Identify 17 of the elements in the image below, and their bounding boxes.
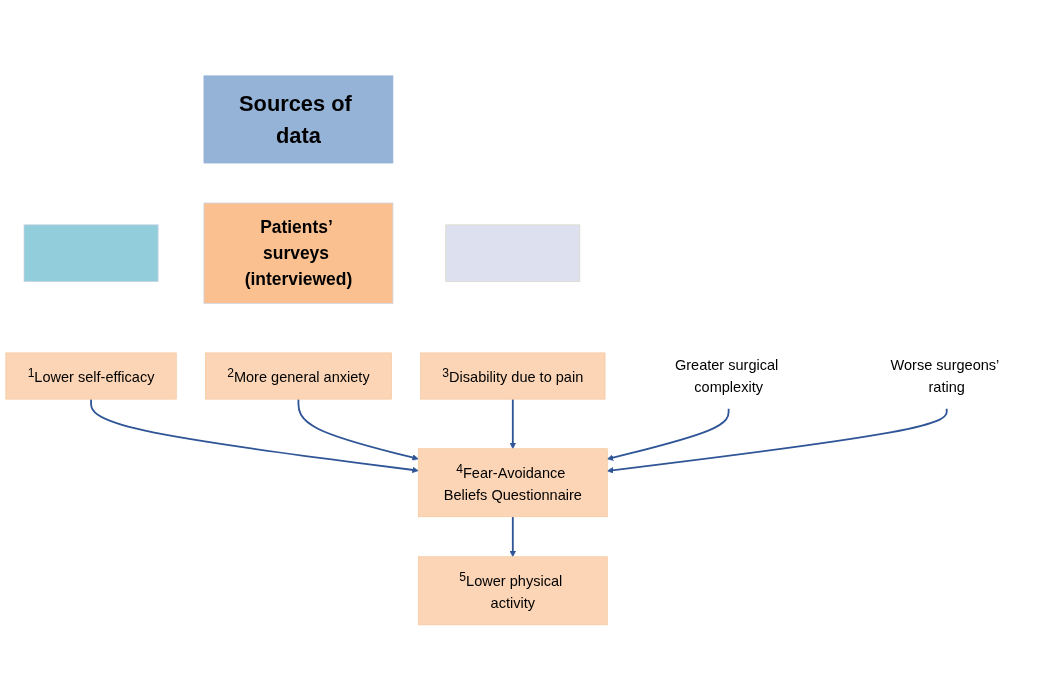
node-text: Greater surgical complexity <box>674 356 779 395</box>
arrow <box>297 397 419 461</box>
node-box: $^{4}$Fear-Avoidance Beliefs Questionnaire <box>417 448 608 517</box>
node-box: $^{3}$Disability due to pain <box>420 352 606 400</box>
node-box: $^{5}$Lower physical activity <box>417 556 608 625</box>
node-box: $^{1}$Lower self-efficacy <box>5 352 177 400</box>
node-box: Patients’ surveys (interviewed) <box>203 202 394 304</box>
arrow <box>607 407 730 461</box>
arrow <box>90 397 419 473</box>
arrow <box>509 515 516 557</box>
arrow <box>509 397 516 449</box>
arrow <box>607 407 948 474</box>
node-box: Sources of data <box>203 75 394 164</box>
node-box <box>445 224 581 282</box>
node-box <box>23 224 159 282</box>
node-box: $^{2}$More general anxiety <box>205 352 392 400</box>
node-text: Worse surgeons’ rating <box>890 356 999 395</box>
